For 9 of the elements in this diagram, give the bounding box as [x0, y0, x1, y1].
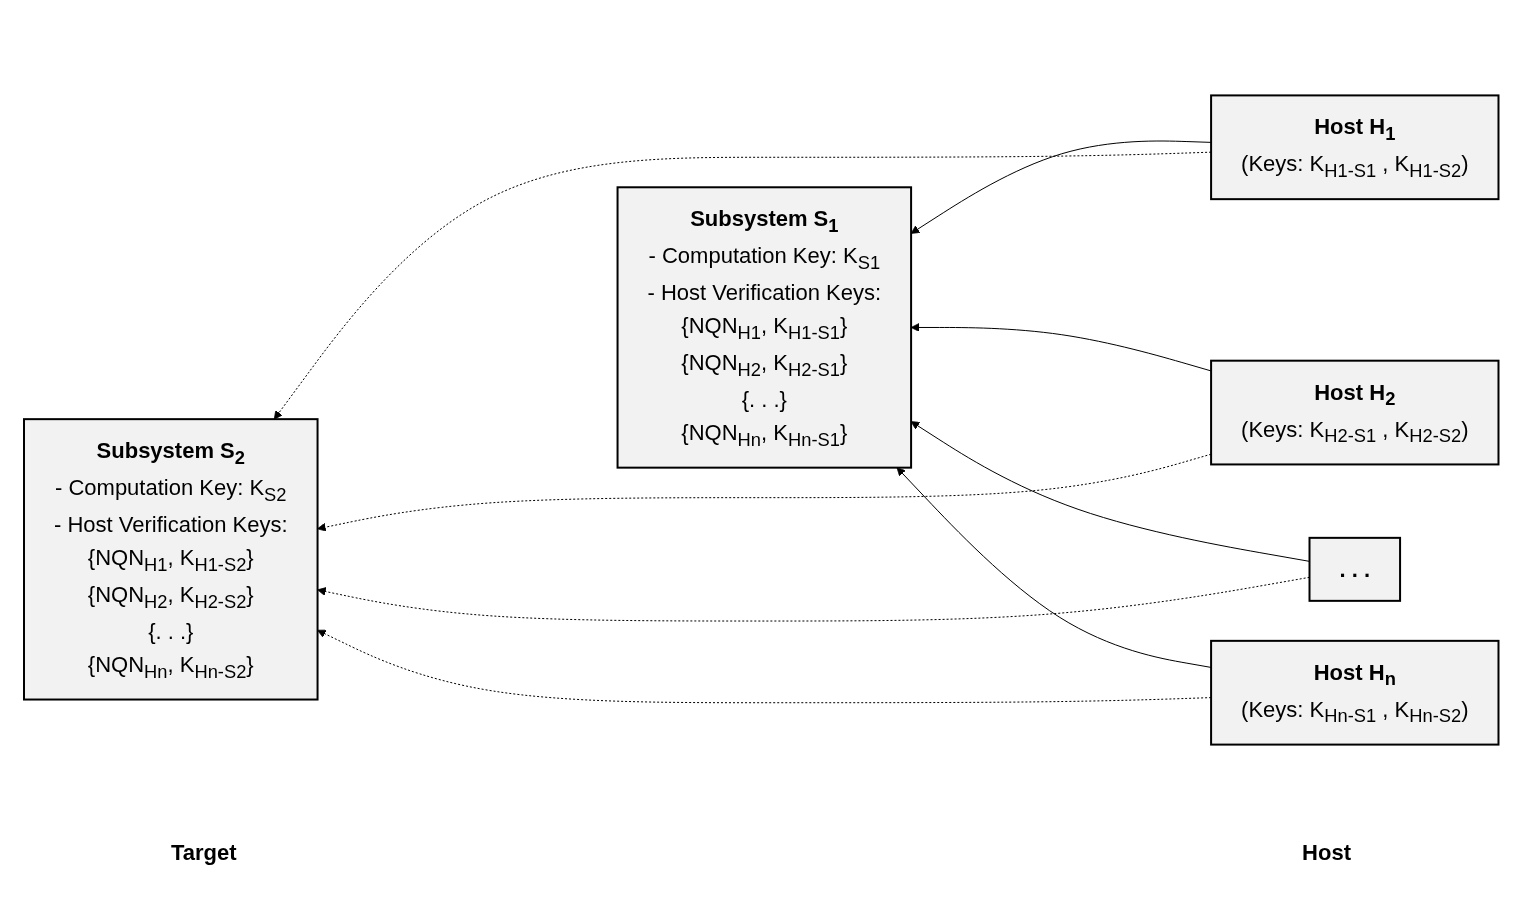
column-label: Target — [171, 840, 237, 866]
node-box: Subsystem S$_{1}$ - Computation Key: K$_{S1}$ - Host Verification Keys: {NQN$_{H1}$, K$_{H1-S1}$} {NQN$_{H2}$, K$_{H2-S1}$} {. . .} {NQN$_{Hn}$, K$_{Hn-S1}$} — [616, 186, 912, 469]
node-box: Host H$_{1}$ (Keys: K$_{H1-S1}$ , K$_{H1-S2}$) — [1209, 94, 1500, 201]
node-box: Subsystem S$_{2}$ - Computation Key: K$_{S2}$ - Host Verification Keys: {NQN$_{H1}$, K$_{H1-S2}$} {NQN$_{H2}$, K$_{H2-S2}$} {. . .} {NQN$_{Hn}$, K$_{Hn-S2}$} — [22, 418, 319, 701]
column-label: Host — [1302, 840, 1351, 866]
node-box: Host H$_{2}$ (Keys: K$_{H2-S1}$ , K$_{H2-S2}$) — [1209, 359, 1500, 466]
arrow — [910, 421, 1310, 562]
node-box: Host H$_{n}$ (Keys: K$_{Hn-S1}$ , K$_{Hn-S2}$) — [1209, 639, 1500, 746]
node-box: . . . — [1308, 536, 1401, 602]
